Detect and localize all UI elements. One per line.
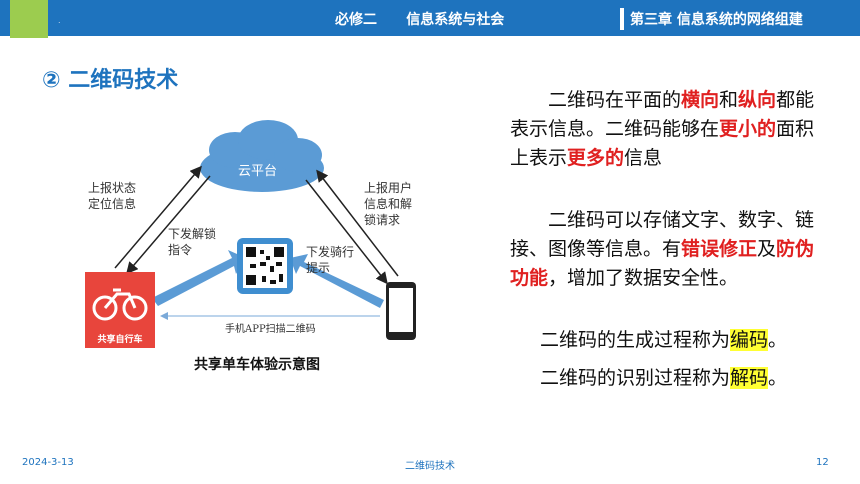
cloud-label: 云平台: [238, 164, 278, 179]
label-report-status: 上报状态 定位信息: [88, 181, 137, 211]
bike-icon: [85, 272, 155, 348]
paragraph-storage: 二维码可以存储文字、数字、链接、图像等信息。有错误修正及防伪功能，增加了数据安全…: [510, 209, 815, 289]
label-unlock-command: 下发解锁 指令: [168, 227, 217, 257]
slide-title: ② 二维码技术: [42, 68, 179, 93]
arrow-cloud-to-bike: [126, 175, 211, 275]
header-bar: [0, 0, 860, 36]
course-title: 必修二 信息系统与社会: [335, 12, 505, 28]
footer-date: 2024-3-13: [22, 457, 74, 468]
arrow-bike-to-cloud: [114, 165, 202, 269]
accent-square: [10, 0, 48, 38]
arrow-cloud-to-phone: [305, 179, 388, 285]
phone-screen: [389, 288, 413, 332]
header-divider: [620, 8, 624, 30]
header-dot: .: [58, 16, 61, 25]
page-number: 12: [816, 457, 829, 468]
paragraph-encoding: 二维码的生成过程称为编码。: [540, 329, 788, 351]
paragraph-decoding: 二维码的识别过程称为解码。: [540, 367, 788, 389]
arrow-phone-to-cloud: [316, 169, 399, 277]
qr-code-pattern: [246, 247, 284, 285]
label-scan: 手机APP扫描二维码: [225, 324, 316, 335]
label-report-user: 上报用户 信息和解 锁请求: [364, 181, 413, 227]
footer-title: 二维码技术: [405, 461, 455, 472]
label-ride-hint: 下发骑行 提示: [306, 245, 355, 275]
paragraph-2d-info: 二维码在平面的横向和纵向都能表示信息。二维码能够在更小的面积上表示更多的信息: [510, 89, 815, 169]
big-arrow-left: [152, 250, 246, 306]
bike-label: 共享自行车: [97, 335, 143, 345]
big-arrow-right: [290, 254, 384, 308]
cloud-shape: [200, 120, 324, 192]
diagram-caption: 共享单车体验示意图: [194, 357, 320, 373]
chapter-title: 第三章 信息系统的网络组建: [630, 12, 803, 28]
